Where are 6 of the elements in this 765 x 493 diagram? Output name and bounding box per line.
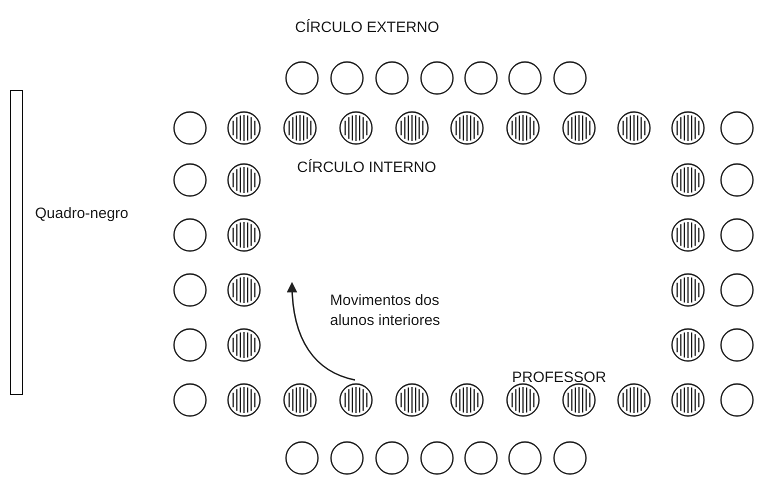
heading-label: CÍRCULO INTERNO	[297, 158, 436, 178]
annotation-text: Movimentos dos alunos interiores	[330, 291, 442, 332]
role-label: PROFESSOR	[512, 368, 606, 388]
blackboard-label: Quadro-negro	[35, 205, 128, 222]
heading-label: CÍRCULO EXTERNO	[295, 18, 440, 38]
blackboard-bar	[10, 90, 23, 395]
